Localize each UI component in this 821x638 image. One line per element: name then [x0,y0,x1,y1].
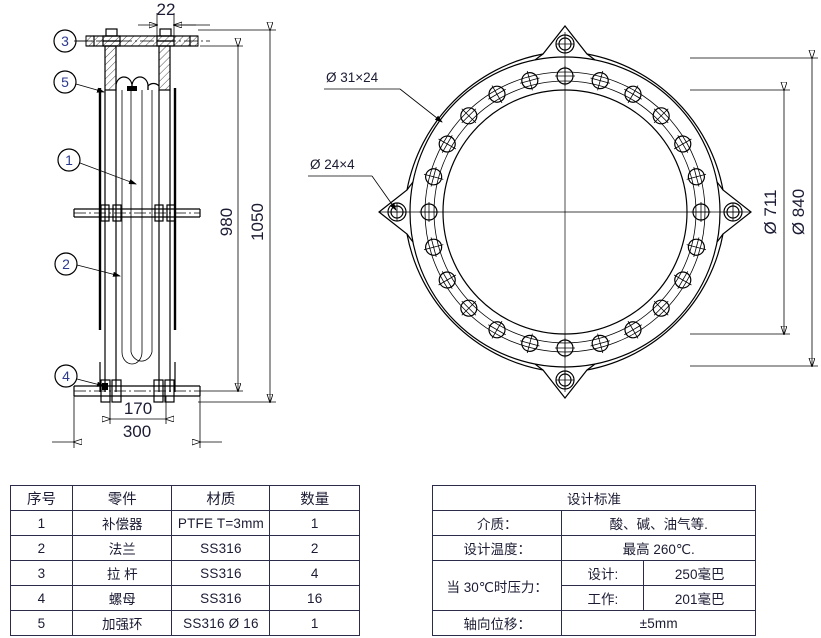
dim-top-width: 22 [157,0,176,19]
bellows-convolutions-top [115,76,160,91]
dim-bolt-span: 170 [124,399,152,418]
table-row: 4 螺母 SS316 16 [9,585,360,611]
dim-outer: Ø 840 [789,189,808,235]
tie-rods [104,45,171,392]
side-view-group [73,28,210,403]
cell-part: 加强环 [72,610,173,636]
balloon-5-label: 5 [61,74,69,90]
spec-title: 设计标准 [432,485,756,511]
dimension-170: 170 [110,396,166,424]
plan-view-leaders: Ø 31×24 Ø 24×4 [308,70,443,211]
spec-title-row: 设计标准 [432,485,756,511]
cell-part: 螺母 [72,585,173,611]
spec-row-pressure-work: 工作: 201毫巴 [433,585,756,611]
balloon-5-circle [53,70,77,94]
cell-no: 4 [9,585,74,611]
spec-medium-label: 介质： [431,510,563,536]
spec-row-temperature: 设计温度： 最高 260℃. [431,535,756,561]
cell-material: SS316 [171,535,271,561]
spec-axial-label: 轴向位移： [431,610,563,636]
bellows-convolutions-bottom [121,351,153,365]
cell-no: 5 [9,610,74,636]
balloon-2-circle [54,252,78,276]
dim-height-overall: 1050 [248,203,267,241]
dimension-22: 22 [138,0,210,36]
plan-view-group [378,25,752,399]
header-qty: 数量 [269,485,360,511]
dim-height-inner: 980 [217,208,236,236]
table-row: 2 法兰 SS316 2 [9,535,360,561]
side-view-balloons: 3 5 1 2 4 [53,29,137,388]
cell-qty: 2 [269,535,360,561]
dimension-bore-711: Ø 711 [690,90,790,334]
table-header-row: 序号 零件 材质 数量 [9,485,360,511]
spec-row-axial: 轴向位移： ±5mm [431,610,756,636]
spec-pressure-design-label: 设计: [561,560,645,586]
spec-pressure-label: 当 30℃时压力： [431,560,563,611]
spec-row-pressure-design: 当 30℃时压力： 设计: 250毫巴 [431,560,756,611]
scallop-arcs [406,53,724,371]
table-row: 1 补偿器 PTFE T=3mm 1 [9,510,360,536]
spec-axial-value: ±5mm [561,610,756,636]
header-material: 材质 [171,485,271,511]
table-row: 5 加强环 SS316 Ø 16 1 [9,610,360,636]
balloon-1-label: 1 [65,152,73,168]
cell-qty: 1 [269,610,360,636]
top-flange-plate [74,35,210,47]
balloon-4-label: 4 [62,368,70,384]
spec-pressure-work-label: 工作: [561,585,645,611]
cell-material: SS316 [171,585,271,611]
cell-qty: 4 [269,560,360,586]
cell-material: PTFE T=3mm [171,510,271,536]
dim-bore: Ø 711 [761,189,780,234]
design-standard-table: 设计标准 介质： 酸、碱、油气等. 设计温度： 最高 260℃. 当 30℃时压… [431,485,756,636]
balloon-4-circle [54,364,78,388]
dimension-980: 980 [200,46,243,391]
cell-part: 法兰 [72,535,173,561]
dimension-1050: 1050 [198,30,276,402]
cell-no: 3 [9,560,74,586]
spec-row-medium: 介质： 酸、碱、油气等. [431,510,756,536]
dimension-300: 300 [52,396,222,448]
cell-material: SS316 Ø 16 [171,610,271,636]
top-nuts [102,28,175,47]
leader-label-bolt-holes: Ø 31×24 [326,70,379,85]
inner-tube [121,90,153,352]
cell-part: 补偿器 [72,510,173,536]
spec-temp-label: 设计温度： [431,535,563,561]
parts-list-table: 序号 零件 材质 数量 1 补偿器 PTFE T=3mm 1 2 法兰 SS31… [9,485,360,636]
spec-pressure-work-value: 201毫巴 [643,585,756,611]
cell-no: 2 [9,535,74,561]
spec-medium-value: 酸、碱、油气等. [561,510,756,536]
cell-qty: 16 [269,585,360,611]
spec-temp-value: 最高 260℃. [561,535,756,561]
dim-flange-width: 300 [123,422,151,441]
balloon-1-circle [57,148,81,172]
table-row: 3 拉 杆 SS316 4 [9,560,360,586]
cell-no: 1 [9,510,74,536]
mid-crossbar [73,204,201,222]
cell-part: 拉 杆 [72,560,173,586]
leader-label-lug-holes: Ø 24×4 [310,157,355,172]
balloon-3-label: 3 [61,33,69,49]
balloon-2-label: 2 [62,256,70,272]
dimension-outer-840: Ø 840 [690,58,818,366]
spec-pressure-design-value: 250毫巴 [643,560,756,586]
cell-qty: 1 [269,510,360,536]
bottom-flange [73,362,201,403]
cell-material: SS316 [171,560,271,586]
header-no: 序号 [9,485,74,511]
header-part: 零件 [72,485,173,511]
